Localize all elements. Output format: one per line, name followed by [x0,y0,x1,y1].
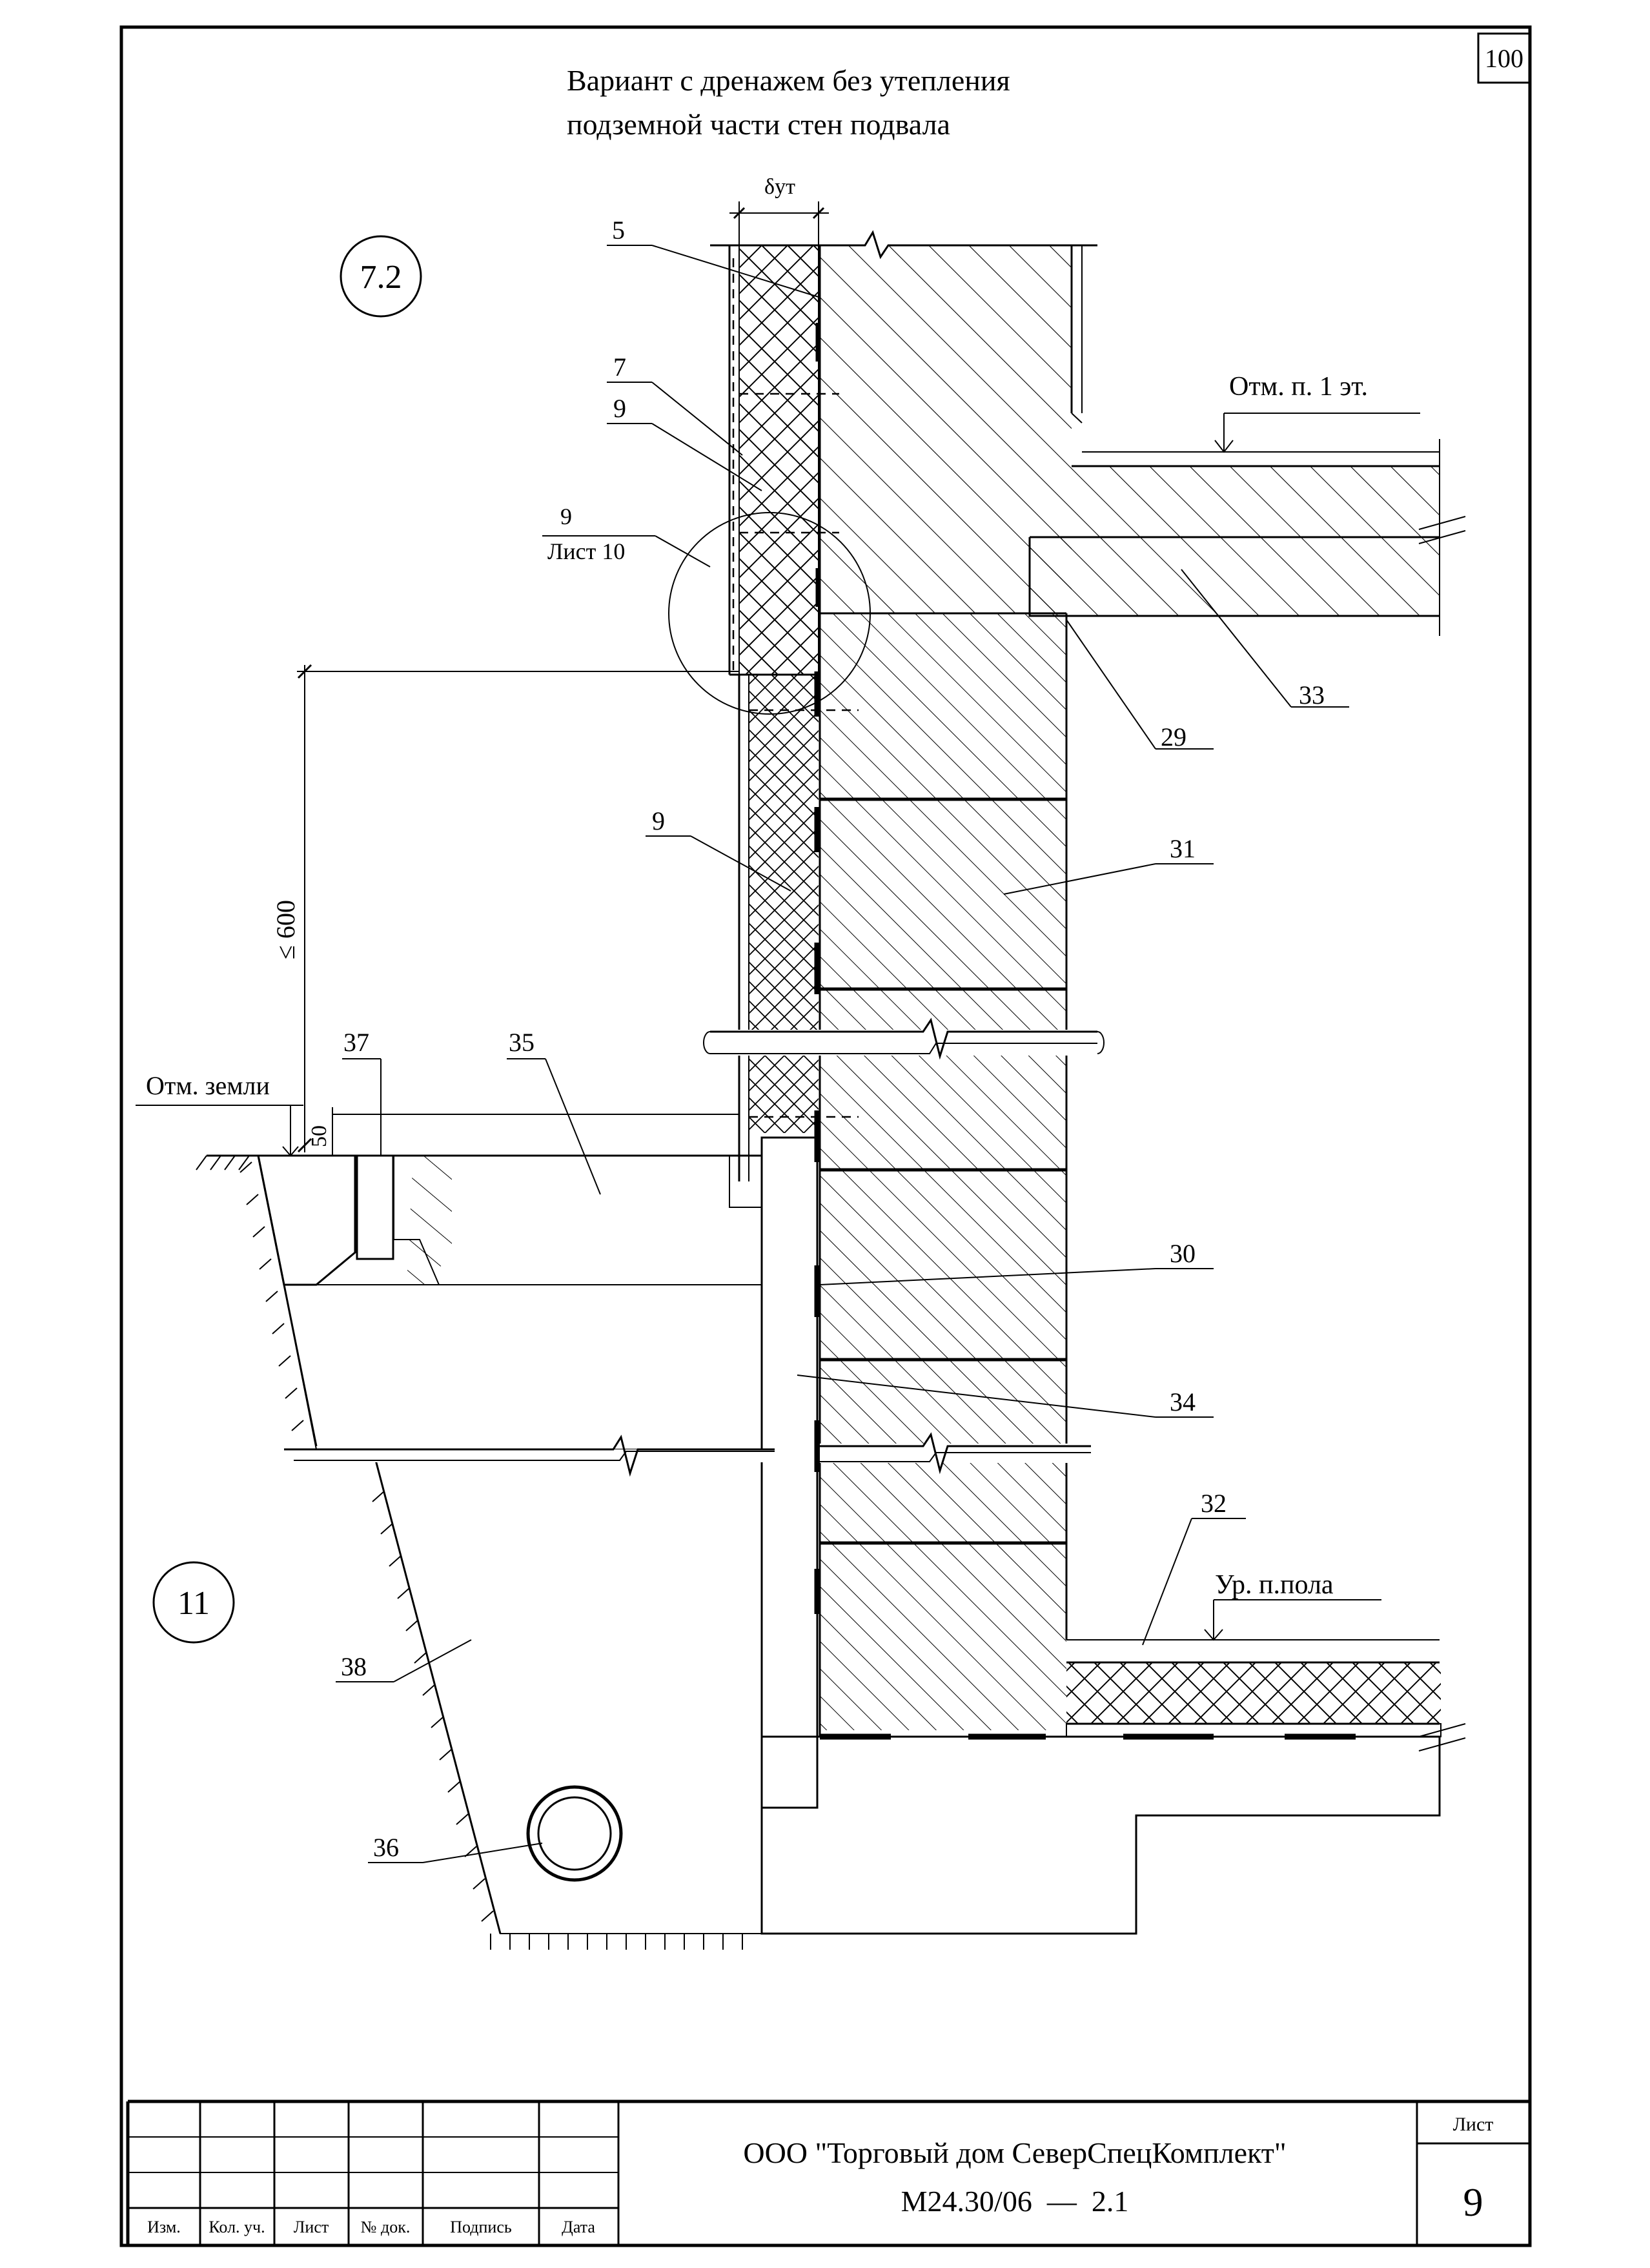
callout-9-upper: 9 [613,394,626,423]
drainage-tray [356,1154,394,1260]
sand-fill-upper [283,1284,762,1450]
drainage-pipe [526,1785,623,1882]
detail-mark-lower-circle [152,1561,235,1644]
drawing-title-line2: подземной части стен подвала [567,108,950,141]
offset-dimension: 50 [307,1107,739,1156]
insulation-thickness-dimension: δут [729,175,829,245]
callout-36: 36 [373,1833,399,1862]
reference-circle [668,512,871,715]
sand-fill-lower [374,1460,762,1934]
callout-33: 33 [1299,680,1325,710]
tb-code: М24.30/06 — 2.1 [901,2185,1129,2218]
detail-mark-upper: 7.2 [360,259,402,296]
basement-insulation [738,675,859,1181]
tb-header-izm: Изм. [147,2218,181,2236]
level-mark-basement: Ур. п.пола [1204,1570,1381,1641]
reference-number: 9 [560,504,572,529]
callout-7: 7 [613,352,626,382]
callout-34: 34 [1170,1387,1196,1416]
callout-30: 30 [1170,1239,1196,1268]
tb-header-list: Лист [294,2218,329,2236]
insulation-thickness-label: δут [764,175,795,199]
callout-37: 37 [343,1028,369,1057]
callouts: 5 7 9 9 33 29 31 37 35 30 34 32 [336,216,1349,1863]
level-floor-1-label: Отм. п. 1 эт. [1229,372,1368,402]
callout-32: 32 [1201,1489,1227,1518]
drawing-title-line1: Вариант с дренажем без утепления [567,64,1010,97]
tb-header-signature: Подпись [450,2218,512,2236]
callout-38: 38 [341,1652,367,1681]
height-dimension: ≤ 600 [271,664,739,1153]
tb-company: ООО "Торговый дом СеверСпецКомплект" [743,2136,1286,2169]
tb-header-date: Дата [562,2218,595,2236]
tb-header-kol-uch: Кол. уч. [209,2218,265,2236]
floor-slab-1st [1028,439,1466,636]
detail-mark-upper-circle [340,235,422,318]
foundation-slab [760,1735,1441,1935]
callout-35: 35 [509,1028,535,1057]
sheet-number-box [1477,32,1531,84]
trench-soil-edge [239,1155,743,1950]
title-block: Изм. Кол. уч. Лист № док. Подпись Дата О… [126,2099,1530,2245]
offset-label: 50 [307,1125,331,1147]
callout-5: 5 [612,216,625,245]
wall-break-line-lower [820,1432,1091,1475]
tb-header-doc: № док. [361,2218,411,2236]
callout-9-lower: 9 [652,806,665,835]
callout-31: 31 [1170,834,1196,863]
reference-sheet: Лист 10 [547,538,625,564]
reference-label: 9 Лист 10 [542,504,711,567]
ground-level-label: Отм. земли [146,1071,270,1100]
detail-mark-lower: 11 [178,1585,210,1622]
clay-lock-hatch [257,1154,452,1286]
sheet-number-top: 100 [1485,44,1523,73]
tb-sheet-value: 9 [1463,2181,1483,2225]
max-height-label: ≤ 600 [271,900,300,959]
trench-break-line [284,1435,775,1477]
callout-29: 29 [1161,722,1187,751]
tb-sheet-label: Лист [1453,2114,1494,2135]
basement-floor-level-label: Ур. п.пола [1215,1570,1334,1600]
brick-protective-wall [760,1136,819,1809]
level-mark-floor-1: Отм. п. 1 эт. [1214,372,1420,453]
sheet-frame [119,25,1532,2247]
wall-break-line-upper [703,1017,1105,1060]
basement-wall-blocks [814,612,1068,1737]
